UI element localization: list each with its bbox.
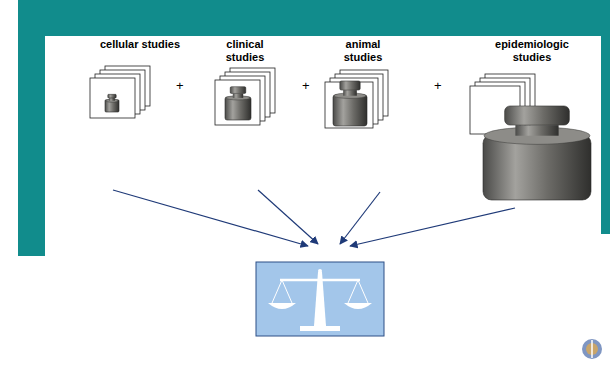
study-group: epidemiologic studies <box>462 38 602 208</box>
study-group: clinical studies <box>205 38 285 130</box>
plus-sign: + <box>434 78 442 93</box>
study-heading: epidemiologic studies <box>482 38 582 64</box>
teal-band <box>18 36 45 256</box>
arrows <box>113 190 515 246</box>
teal-band <box>601 36 610 234</box>
plus-sign: + <box>176 78 184 93</box>
study-heading: cellular studies <box>85 38 195 51</box>
evidence-stack <box>462 38 602 208</box>
scale-icon <box>256 262 384 336</box>
who-logo <box>582 339 602 359</box>
plus-sign: + <box>302 78 310 93</box>
study-group: animal studies <box>318 38 408 140</box>
study-heading: animal studies <box>333 38 393 64</box>
study-heading: clinical studies <box>215 38 275 64</box>
teal-band <box>18 0 610 36</box>
